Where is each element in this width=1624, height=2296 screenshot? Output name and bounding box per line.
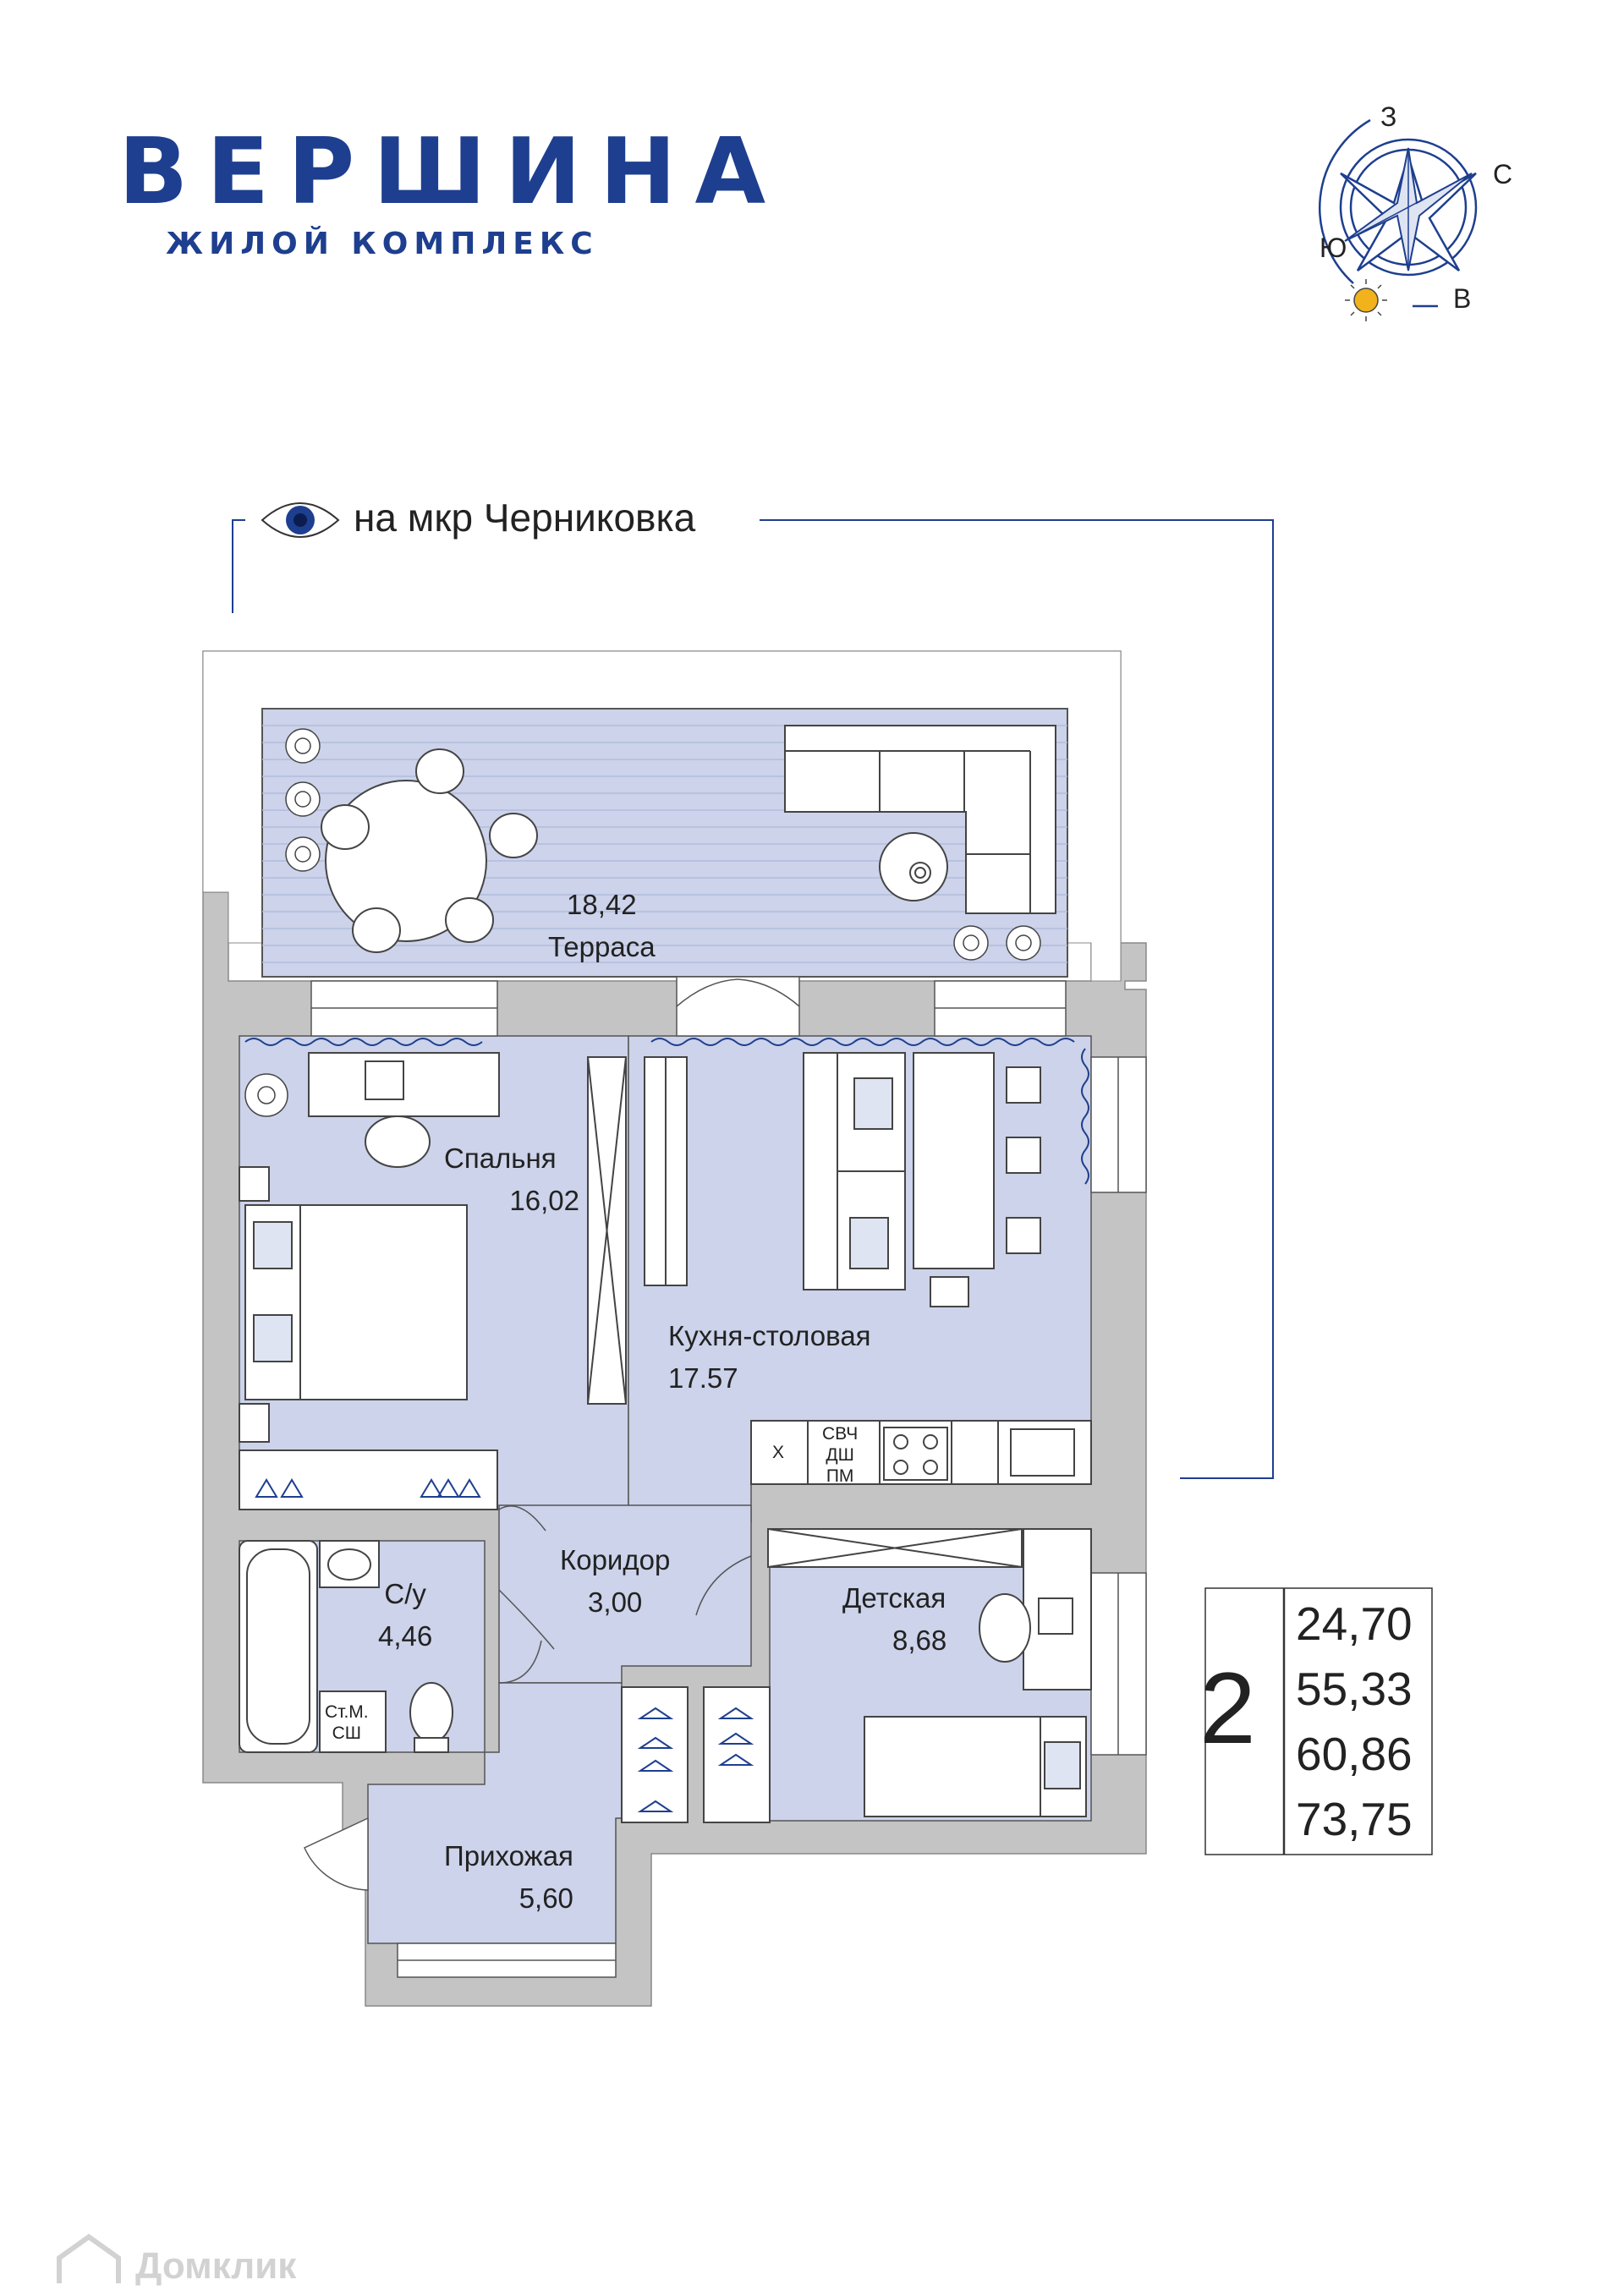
plant — [1006, 925, 1041, 961]
desk-chair — [979, 1593, 1031, 1663]
bar-stool — [1006, 1137, 1041, 1174]
plant — [953, 925, 989, 961]
bathroom-label: С/у 4,46 — [378, 1573, 432, 1657]
laptop — [365, 1060, 404, 1100]
cooktop — [883, 1427, 948, 1481]
fridge-label: Х — [772, 1443, 785, 1462]
hallway-name: Прихожая — [444, 1840, 573, 1871]
chair — [321, 804, 370, 850]
compass-south: Ю — [1320, 233, 1347, 263]
area-living: 24,70 — [1296, 1597, 1413, 1650]
bathroom-area-value: 4,46 — [378, 1619, 433, 1652]
kitchen-label: Кухня-столовая 17.57 — [668, 1315, 871, 1399]
corridor-name: Коридор — [560, 1544, 671, 1575]
hangers-hall — [637, 1707, 754, 1812]
corridor-area-value: 3,00 — [588, 1586, 643, 1618]
kitchen-name: Кухня-столовая — [668, 1320, 871, 1351]
bar-stool — [1006, 1066, 1041, 1104]
wardrobe — [239, 1449, 498, 1510]
view-indicator — [232, 519, 1274, 1479]
nightstand — [239, 1403, 270, 1443]
pillow — [1044, 1741, 1081, 1789]
chair — [352, 907, 401, 953]
area-total: 55,33 — [1296, 1663, 1413, 1715]
pillow — [253, 1221, 293, 1269]
compass — [1319, 118, 1478, 308]
summary-table — [1204, 1587, 1433, 1855]
cushion — [849, 1217, 889, 1269]
watermark: Домклик — [135, 2245, 297, 2287]
chair — [415, 748, 464, 794]
entrance-door — [304, 1817, 369, 1891]
plant — [244, 1073, 288, 1117]
bedroom-furniture — [239, 1052, 688, 1510]
toilet — [409, 1682, 453, 1743]
eye-icon — [261, 502, 340, 538]
nightstand — [239, 1166, 270, 1202]
dishwasher-label: ДШ — [826, 1445, 854, 1466]
door-swings — [498, 1505, 752, 1684]
brand-title: ВЕРШИНА — [118, 119, 785, 225]
watermark-icon — [57, 2233, 121, 2283]
microwave-label: СВЧ — [822, 1424, 859, 1444]
plant — [285, 728, 321, 764]
dining-table — [913, 1052, 995, 1269]
cushion — [853, 1077, 893, 1130]
bathroom-fixtures — [239, 1540, 453, 1753]
bedroom-area-value: 16,02 — [509, 1184, 579, 1216]
washer-label: Ст.М. СШ — [325, 1701, 369, 1744]
kids-furniture — [767, 1528, 1092, 1817]
rooms-count: 2 — [1199, 1652, 1256, 1765]
chair — [489, 813, 538, 858]
plant — [285, 781, 321, 817]
bedroom-label: Спальня 16,02 — [444, 1137, 579, 1221]
plant — [285, 836, 321, 872]
terrace-door — [676, 976, 800, 1037]
corridor-label: Коридор 3,00 — [560, 1539, 670, 1623]
dryer-label: СШ — [332, 1723, 362, 1744]
kitchen-furniture — [750, 1052, 1092, 1485]
area-with-terrace: 60,86 — [1296, 1728, 1413, 1780]
desk-chair — [365, 1115, 431, 1168]
hallway-area-value: 5,60 — [518, 1882, 573, 1914]
brand-subtitle: ЖИЛОЙ КОМПЛЕКС — [166, 227, 599, 261]
bathroom-name: С/у — [384, 1578, 426, 1609]
chair — [930, 1276, 969, 1307]
terrace-furniture — [285, 725, 1056, 961]
compass-west: З — [1380, 101, 1397, 132]
pm-label: ПМ — [826, 1466, 854, 1487]
terrace-name: Терраса — [548, 930, 656, 962]
compass-east: В — [1453, 283, 1472, 314]
kitchen-area-value: 17.57 — [668, 1362, 738, 1394]
sink — [1010, 1428, 1075, 1477]
kitchen-appliances-label: СВЧ ДШ ПМ — [822, 1423, 858, 1488]
terrace-label: 18,42 Терраса — [548, 884, 656, 967]
washing-machine-label: Ст.М. — [325, 1702, 369, 1722]
bar-stool — [1006, 1217, 1041, 1254]
view-label: на мкр Черниковка — [354, 496, 696, 540]
laptop — [1038, 1597, 1073, 1635]
outdoor-sofa — [784, 725, 1056, 914]
bedroom-name: Спальня — [444, 1143, 557, 1174]
chair — [445, 897, 494, 943]
kids-name: Детская — [842, 1582, 946, 1614]
area-full: 73,75 — [1296, 1793, 1413, 1845]
kids-label: Детская 8,68 — [842, 1577, 946, 1661]
terrace-area-value: 18,42 — [566, 889, 637, 920]
washer-box — [319, 1690, 387, 1753]
compass-north: С — [1493, 159, 1513, 189]
pillow — [253, 1314, 293, 1362]
kids-area-value: 8,68 — [892, 1624, 947, 1656]
sun-icon — [1345, 279, 1387, 321]
windows — [310, 980, 1147, 1978]
hallway-label: Прихожая 5,60 — [444, 1835, 573, 1919]
